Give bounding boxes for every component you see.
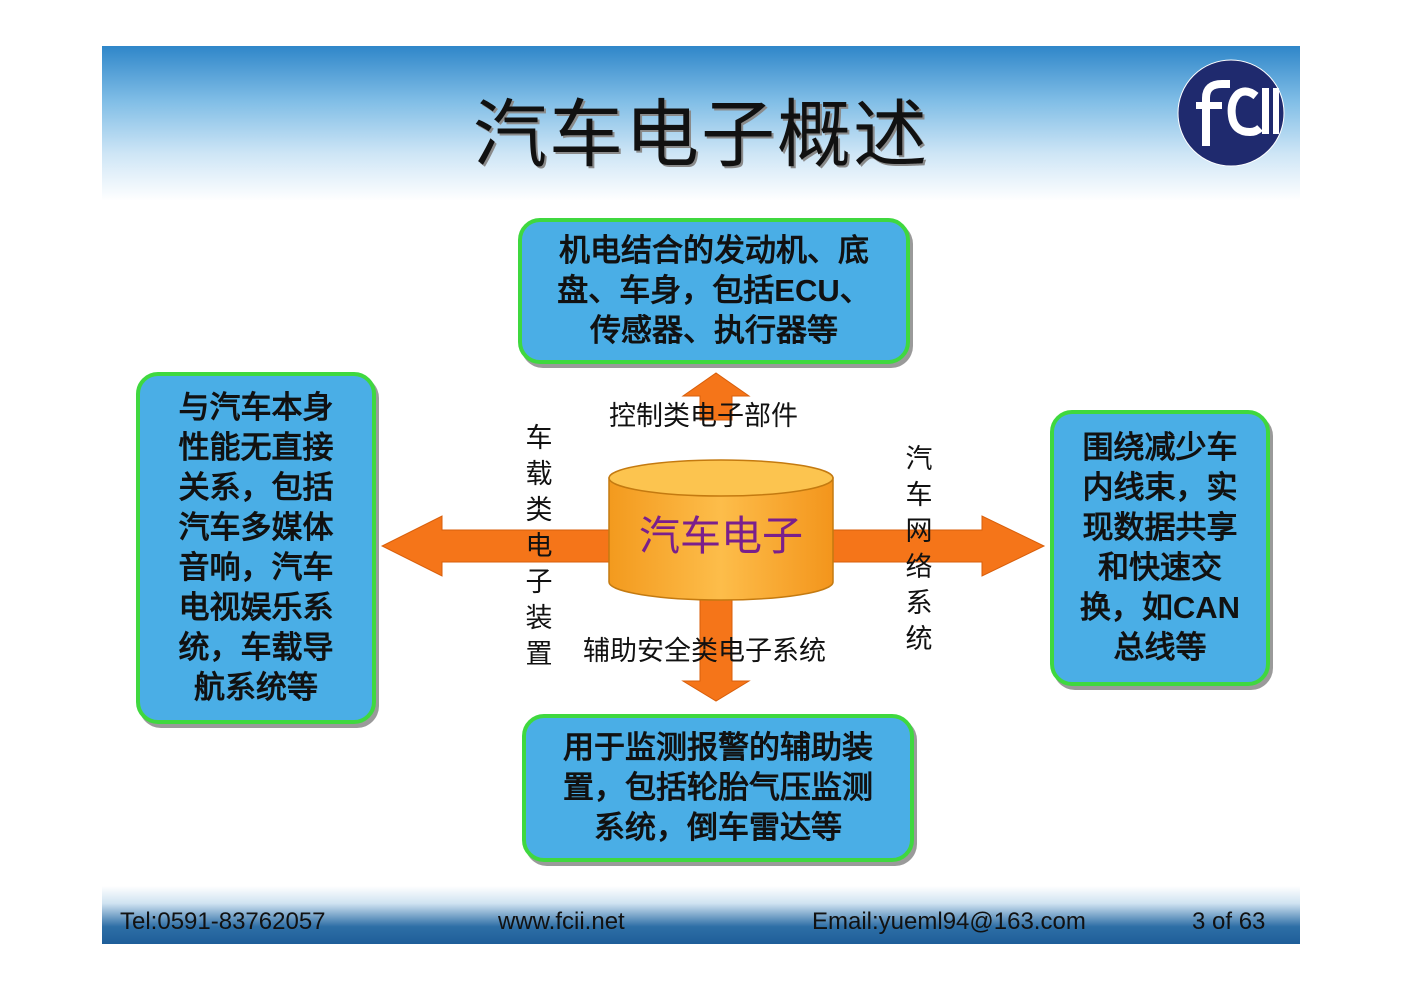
footer-website[interactable]: www.fcii.net (498, 908, 625, 935)
label-network: 汽车网络系统 (905, 444, 933, 655)
arrow-left (380, 515, 611, 577)
footer-email[interactable]: Email:yueml94@163.com (812, 908, 1086, 935)
footer-gradient (102, 886, 1300, 944)
arrow-right (823, 515, 1046, 577)
label-safety: 辅助安全类电子系统 (583, 636, 826, 667)
diagram-arrows (380, 372, 1046, 702)
cylinder-body (608, 477, 834, 601)
footer-tel: Tel:0591-83762057 (120, 908, 326, 935)
page-title: 汽车电子概述 (473, 92, 929, 178)
center-label: 汽车电子 (639, 512, 803, 560)
slide: 汽车电子概述 汽车电子 控制类电子部件 辅助安全类电子系统 (102, 46, 1300, 944)
arrow-up (681, 372, 751, 421)
fcii-logo (1177, 59, 1285, 167)
arrow-down (681, 598, 751, 702)
box-safety-system: 用于监测报警的辅助装 置，包括轮胎气压监测 系统，倒车雷达等 (522, 714, 914, 862)
box-control-parts: 机电结合的发动机、底 盘、车身，包括ECU、 传感器、执行器等 (518, 218, 910, 364)
page-number: 3 of 63 (1192, 908, 1266, 935)
label-control: 控制类电子部件 (609, 401, 798, 432)
cylinder-top (608, 459, 834, 497)
box-network: 围绕减少车 内线束，实 现数据共享 和快速交 换，如CAN 总线等 (1050, 410, 1270, 686)
box-onboard: 与汽车本身 性能无直接 关系，包括 汽车多媒体 音响，汽车 电视娱乐系 统，车载… (136, 372, 376, 724)
header-gradient (102, 46, 1300, 201)
label-onboard: 车载类电子装置 (525, 423, 553, 670)
